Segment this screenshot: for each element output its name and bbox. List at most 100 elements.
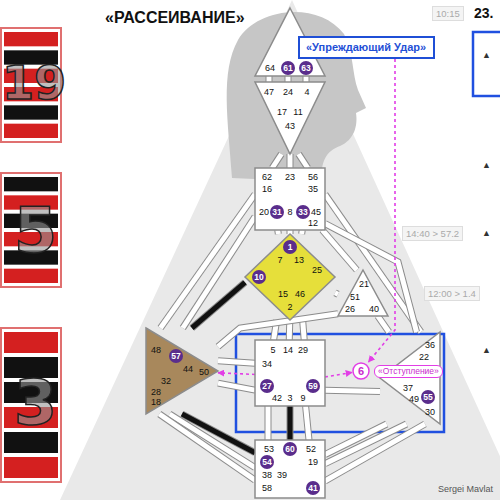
gate-number: 58 [262, 483, 272, 493]
gate-number: 52 [306, 444, 316, 454]
center-outline [245, 234, 335, 320]
channel-group [288, 76, 289, 82]
gate-number: 24 [283, 87, 293, 97]
channel-outline [325, 194, 421, 332]
open-channel [218, 361, 255, 363]
channel-outline [192, 282, 245, 328]
center-outline [146, 328, 218, 414]
active-gate-number: 31 [270, 205, 284, 219]
channel-group [325, 390, 380, 391]
gate-number: 18 [151, 397, 161, 407]
open-channel [306, 406, 309, 440]
channel-group [160, 194, 255, 328]
marker-glyph: ▲ [482, 50, 491, 60]
channel-outline [159, 414, 255, 480]
gate-number: 51 [350, 292, 360, 302]
center-outline [255, 440, 325, 498]
channel-outline [266, 76, 273, 82]
callout-text: «Упреждающий Удар» [306, 41, 426, 54]
dashed-arrow [218, 373, 255, 375]
open-channel [335, 293, 338, 294]
gate-number: 12 [308, 218, 318, 228]
diagram-title: «РАССЕИВАНИЕ» [105, 9, 245, 27]
gate-number: 14 [283, 345, 293, 355]
channel-group [183, 217, 255, 328]
channel-outline [303, 320, 305, 340]
channel-outline [170, 414, 255, 468]
gate-number: 44 [183, 364, 193, 374]
gate-number: 47 [264, 87, 274, 97]
channel-group [325, 424, 425, 481]
solar-plexus-center: 362237495530 [380, 332, 440, 424]
hexagram-bar [4, 105, 58, 119]
hexagram-bar [4, 32, 58, 46]
active-gate-number: 41 [306, 481, 320, 495]
gate-number: 3 [287, 393, 292, 403]
ajna-center: 47244171143 [255, 82, 325, 154]
channel-group [218, 383, 255, 390]
heart-center: 21512640 [338, 270, 388, 316]
active-gate-number: 1 [283, 240, 297, 254]
marker-glyph: ▲ [482, 160, 491, 170]
channel-outline [272, 154, 281, 168]
open-channel [325, 424, 425, 481]
channel-outline [287, 154, 294, 168]
open-channel [272, 154, 281, 168]
active-gate-number: 33 [296, 205, 310, 219]
hexagram-bar [4, 432, 58, 453]
marker-glyph: ▲ [482, 345, 491, 355]
channel-group [290, 406, 291, 440]
active-gate-number: 27 [260, 379, 274, 393]
channel-group [335, 293, 338, 294]
open-channel [299, 154, 308, 168]
open-channel [170, 414, 255, 468]
gate-number: 23 [285, 172, 295, 182]
gate-number: 56 [308, 172, 318, 182]
gate-number: 20 [259, 207, 269, 217]
g-center: 1713102515462 [245, 234, 335, 320]
dashed-arrow [325, 372, 352, 376]
gate-number: 8 [287, 207, 292, 217]
channel-outline [160, 194, 255, 328]
gate-number: 4 [304, 87, 309, 97]
hexagram-bar [4, 269, 58, 283]
gate-number: 42 [272, 393, 282, 403]
open-channel [325, 390, 380, 391]
open-channel [304, 76, 309, 82]
gate-number: 43 [285, 121, 295, 131]
channel-group [290, 154, 291, 168]
gate-number: 9 [300, 393, 305, 403]
center-outline [255, 168, 325, 230]
channel-outline [218, 383, 255, 390]
center-outline [380, 332, 440, 424]
channel-outline [378, 316, 389, 332]
channel-outline [299, 154, 308, 168]
open-channel [303, 320, 305, 340]
channel-outline [218, 361, 255, 363]
open-channel [183, 217, 255, 328]
channel-group [325, 372, 352, 376]
active-gate-number: 61 [281, 61, 295, 75]
active-gate-number: 10 [252, 270, 266, 284]
active-gate-number: 63 [299, 61, 313, 75]
gate-number: 46 [295, 289, 305, 299]
gate-number: 29 [298, 345, 308, 355]
callout-label: «Отступление» [374, 365, 443, 378]
marker-glyph: ▲ [482, 228, 491, 238]
channel-outline [265, 406, 272, 440]
open-channel [159, 414, 255, 480]
root-center: 536052541938395841 [255, 440, 325, 498]
sacral-center: 514293427594239 [255, 340, 325, 406]
gate-number: 7 [277, 255, 282, 265]
channel-group [170, 414, 255, 468]
hexagram-bar [4, 124, 58, 138]
center-outline [338, 270, 388, 316]
channel-outline [306, 406, 309, 440]
gate-number: 38 [262, 470, 272, 480]
body-triangle [60, 0, 500, 500]
channel-group [269, 76, 270, 82]
hexagram-bar [4, 177, 58, 191]
channel-group [159, 414, 255, 480]
gate-number: 32 [161, 376, 171, 386]
